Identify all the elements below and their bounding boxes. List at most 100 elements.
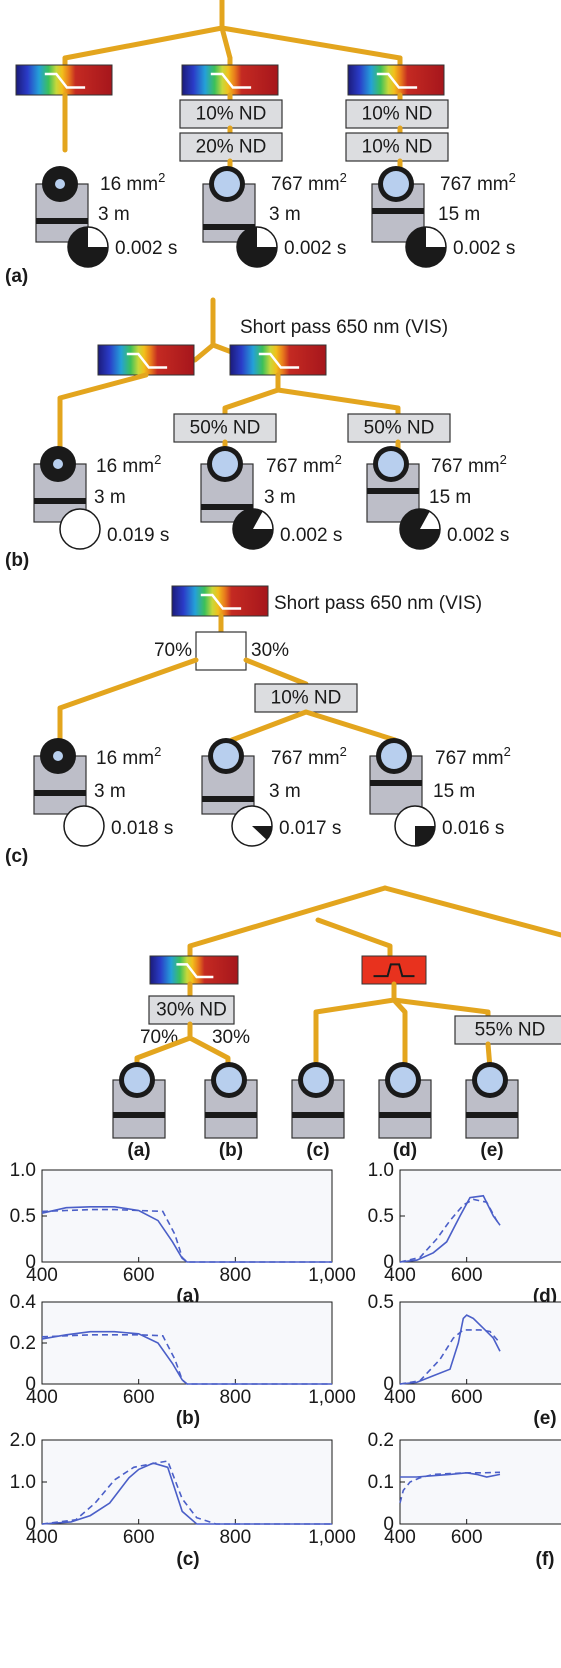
- filter-response-line: [176, 963, 214, 979]
- exposure-time-label: 0.002 s: [453, 238, 515, 259]
- sensor-area-label: 767 mm2: [271, 744, 347, 769]
- exposure-time-label: 0.016 s: [442, 818, 504, 839]
- branch-mid: [219, 25, 233, 61]
- exposure-pie-fill: [252, 826, 272, 840]
- splitter-icon: [195, 631, 247, 671]
- y-tick-label: 0: [383, 1252, 394, 1273]
- nd-filter-box: [179, 99, 283, 129]
- chart-frame: [399, 1169, 561, 1263]
- filter-response-line: [200, 593, 242, 610]
- spectrum-filter-icon: [149, 955, 239, 985]
- exposure-pie-icon: [405, 226, 447, 268]
- distance-label: 15 m: [429, 487, 471, 508]
- filter-label: Short pass 650 nm (VIS): [240, 317, 448, 338]
- y-tick-label: 0.2: [368, 1430, 394, 1451]
- sensor-area-label: 767 mm2: [271, 170, 347, 195]
- distance-label: 3 m: [269, 204, 301, 225]
- camera-icon: [366, 446, 420, 523]
- branch-b3: [275, 387, 401, 417]
- camera-icon: [35, 166, 89, 243]
- x-tick-label: 800: [219, 1265, 251, 1286]
- x-tick-label: 600: [451, 1387, 483, 1408]
- chart-frame: [41, 1169, 333, 1263]
- distance-label: 15 m: [433, 781, 475, 802]
- exposure-time-label: 0.019 s: [107, 525, 169, 546]
- panel-label-a: (a): [5, 266, 28, 287]
- exposure-time-label: 0.002 s: [115, 238, 177, 259]
- nd-filter-label: 50% ND: [364, 418, 435, 439]
- target-curve: [41, 1208, 332, 1263]
- lens-aperture: [213, 743, 239, 769]
- exposure-time-label: 0.018 s: [111, 818, 173, 839]
- exposure-pie-icon: [236, 226, 278, 268]
- distance-label: 15 m: [438, 204, 480, 225]
- x-tick-label: 400: [26, 1265, 58, 1286]
- target-curve: [399, 1471, 501, 1504]
- sensor-area-label: 16 mm2: [96, 452, 161, 477]
- camera-band: [372, 208, 424, 214]
- exposure-pie-bg: [59, 508, 101, 550]
- x-tick-label: 400: [384, 1527, 416, 1548]
- split-ratio-left: 70%: [140, 1027, 178, 1048]
- x-tick-label: 800: [219, 1527, 251, 1548]
- chart-label: (b): [176, 1408, 200, 1429]
- nd-filter-label: 30% ND: [156, 1000, 227, 1021]
- camera-band: [34, 790, 86, 796]
- y-tick-label: 0: [25, 1514, 36, 1535]
- camera-label: (a): [127, 1140, 150, 1161]
- spectrum-filter-icon: [181, 64, 279, 96]
- target-curve: [41, 1334, 332, 1385]
- nd-filter-box: [345, 132, 449, 162]
- spectrum-gradient: [15, 64, 113, 96]
- x-tick-label: 1,000: [308, 1387, 356, 1408]
- sensor-area-label: 767 mm2: [431, 452, 507, 477]
- camera-band: [292, 1112, 344, 1118]
- lens-aperture: [383, 171, 409, 197]
- nd-filter-label: 20% ND: [196, 137, 267, 158]
- distance-label: 3 m: [94, 487, 126, 508]
- sensor-area-label: 767 mm2: [435, 744, 511, 769]
- x-tick-label: 600: [123, 1387, 155, 1408]
- exposure-pie-fill: [406, 227, 446, 267]
- branch-d-right: [382, 885, 561, 938]
- exposure-pie-fill: [415, 826, 435, 846]
- branch-top: [62, 25, 403, 61]
- camera-band: [201, 504, 253, 510]
- y-tick-label: 0.5: [368, 1292, 394, 1313]
- target-curve: [399, 1329, 501, 1385]
- sensor-area-label: 16 mm2: [96, 744, 161, 769]
- filter-response-line: [258, 352, 300, 369]
- camera-icon: [202, 166, 256, 243]
- bandpass-response-line: [373, 963, 415, 978]
- exposure-pie-icon: [232, 508, 274, 550]
- y-tick-label: 1.0: [10, 1160, 36, 1181]
- lens-aperture: [53, 459, 63, 469]
- nd-filter-box: [454, 1015, 561, 1045]
- x-tick-label: 400: [384, 1265, 416, 1286]
- exposure-pie-icon: [67, 226, 109, 268]
- y-tick-label: 0: [25, 1252, 36, 1273]
- camera-icon: [33, 738, 87, 815]
- nd-filter-label: 10% ND: [362, 104, 433, 125]
- camera-icon: [371, 166, 425, 243]
- nd-filter-box: [254, 683, 358, 713]
- spectrum-filter-icon: [229, 344, 327, 376]
- split-ratio-right: 30%: [251, 640, 289, 661]
- camera-band: [203, 224, 255, 230]
- nd-filter-box: [347, 413, 451, 443]
- camera-band: [466, 1112, 518, 1118]
- panel-label-b: (b): [5, 550, 29, 571]
- filter-response-line: [376, 72, 418, 89]
- x-tick-label: 600: [451, 1265, 483, 1286]
- lens-aperture: [216, 1067, 242, 1093]
- branch-d-c: [313, 981, 397, 1071]
- branch-c2: [229, 709, 309, 743]
- branch-c3: [303, 709, 398, 743]
- nd-filter-box: [345, 99, 449, 129]
- lens-aperture: [55, 179, 65, 189]
- camera-icon: [369, 738, 423, 815]
